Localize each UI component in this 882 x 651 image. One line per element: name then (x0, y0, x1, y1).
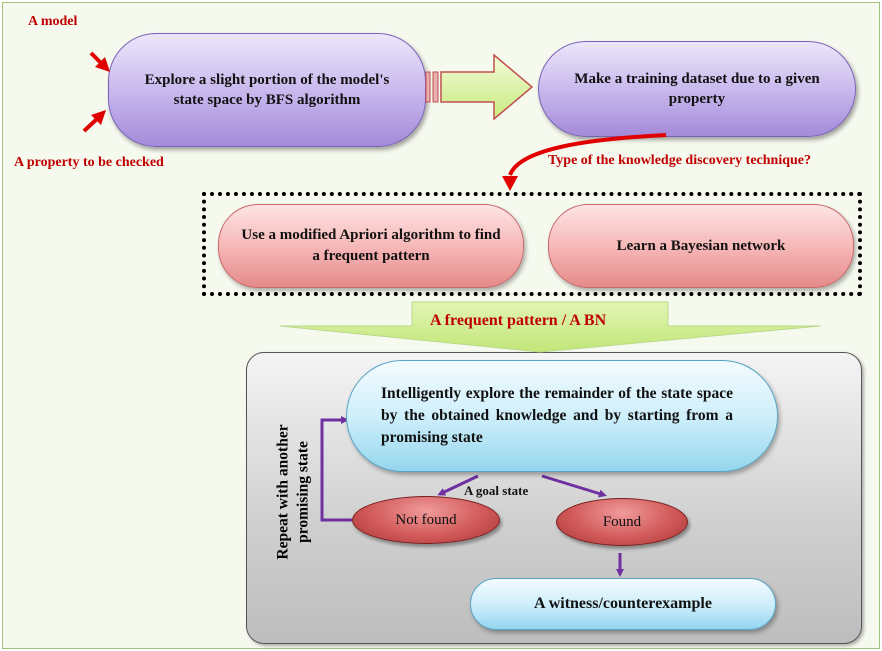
model-input-arrow (89, 51, 110, 72)
repeat-label-line1: Repeat with another (275, 424, 292, 560)
found-arrow (541, 474, 607, 498)
not-found-node: Not found (352, 496, 500, 544)
intelligent-explore-text: Intelligently explore the remainder of t… (381, 385, 733, 446)
not-found-text: Not found (395, 511, 457, 528)
apriori-node: Use a modified Apriori algorithm to find… (218, 204, 524, 288)
goal-state-label: A goal state (464, 483, 529, 498)
dataset-to-technique-arrow (502, 133, 667, 191)
explore-bfs-text: Explore a slight portion of the model's … (144, 72, 390, 108)
training-dataset-text: Make a training dataset due to a given p… (574, 71, 820, 107)
property-input-arrow (82, 110, 106, 133)
found-node: Found (556, 498, 688, 546)
knowledge-label: A frequent pattern / A BN (430, 312, 607, 329)
bayesian-text: Learn a Bayesian network (616, 237, 786, 254)
technique-options-box (202, 192, 862, 296)
input-model-label: A model (28, 14, 78, 29)
found-text: Found (602, 513, 642, 530)
not-found-arrow (437, 474, 479, 496)
bayesian-node: Learn a Bayesian network (548, 204, 854, 288)
bfs-to-dataset-arrow (425, 53, 534, 121)
repeat-loop-connector (320, 416, 352, 522)
knowledge-down-arrow (279, 301, 821, 353)
intelligent-explore-node: Intelligently explore the remainder of t… (346, 360, 778, 472)
apriori-text: Use a modified Apriori algorithm to find… (241, 227, 501, 264)
training-dataset-node: Make a training dataset due to a given p… (538, 41, 856, 137)
witness-result-node: A witness/counterexample (470, 578, 776, 630)
repeat-label-line2: promising state (295, 441, 312, 543)
witness-result-text: A witness/counterexample (534, 595, 712, 612)
input-property-label: A property to be checked (14, 155, 164, 170)
technique-question-label: Type of the knowledge discovery techniqu… (548, 153, 812, 168)
repeat-label: Repeat with another promising state (254, 392, 334, 592)
